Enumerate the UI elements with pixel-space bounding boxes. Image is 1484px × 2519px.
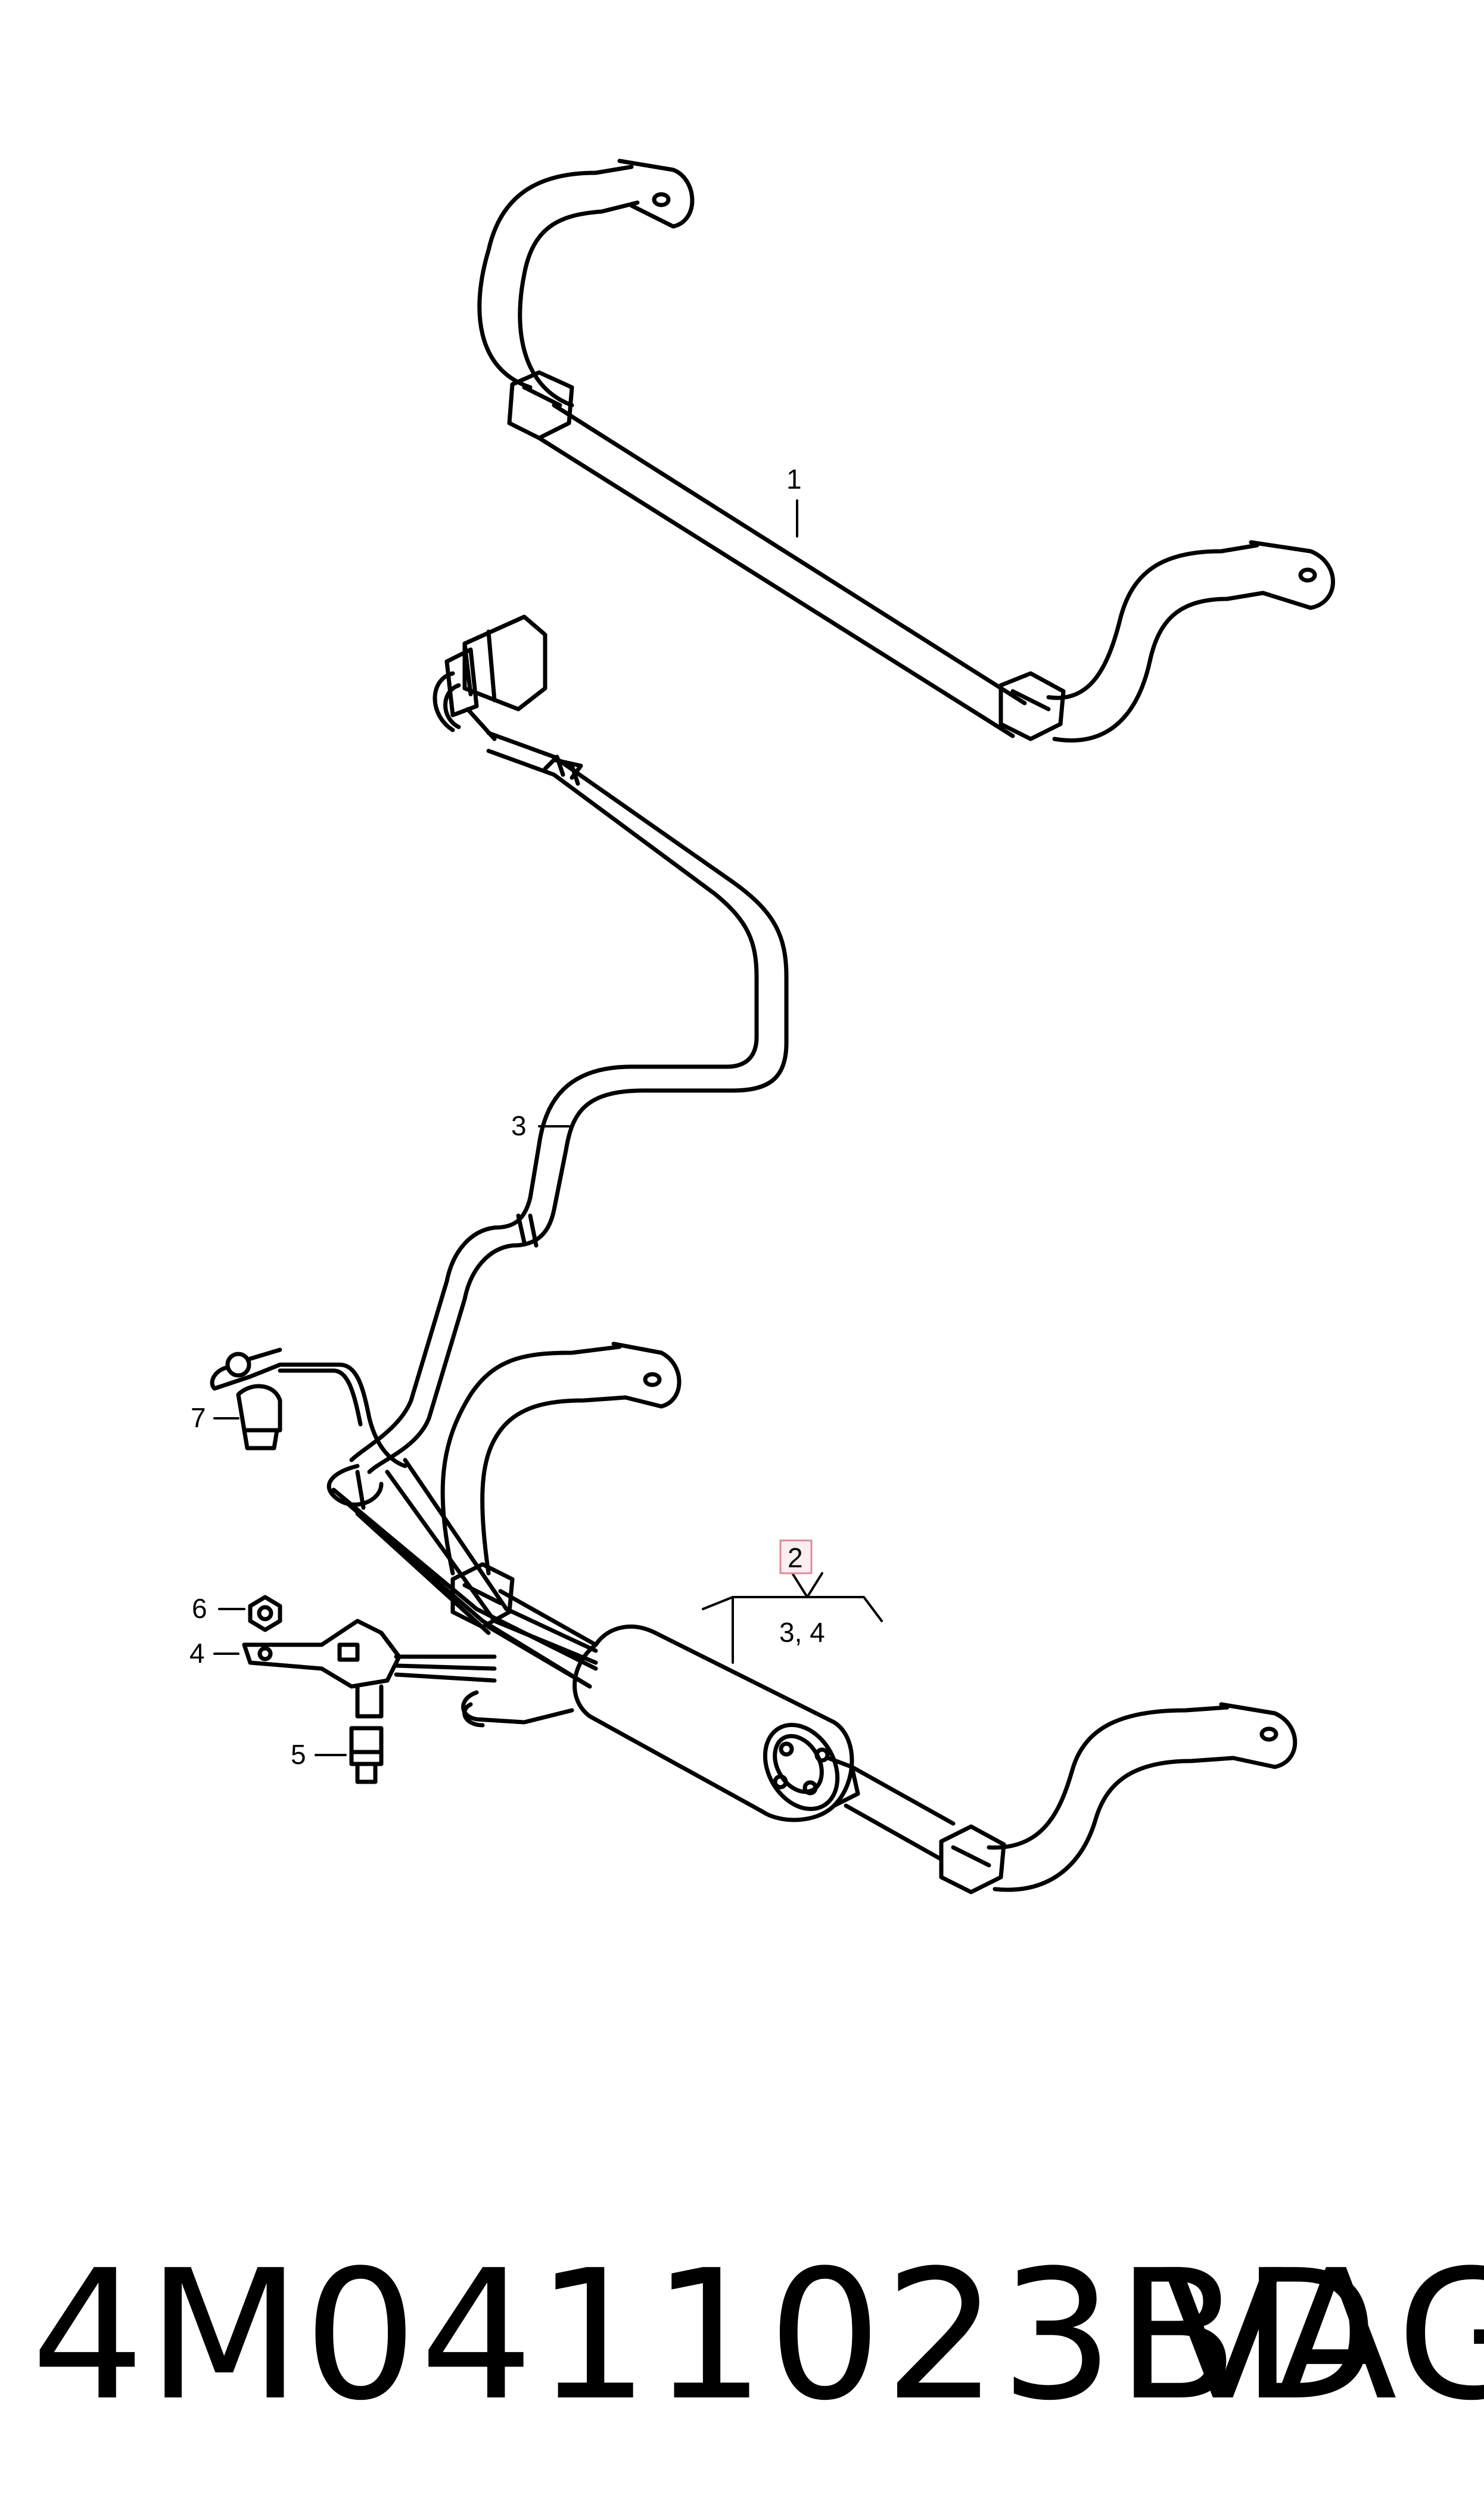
callout-4: 4	[189, 1638, 205, 1669]
callout-5: 5	[291, 1739, 306, 1770]
callout-2-highlight	[779, 1539, 813, 1574]
callout-1: 1	[786, 464, 802, 495]
nut	[218, 1595, 282, 1632]
callout-6: 6	[192, 1593, 207, 1624]
brand-label: VAG	[1162, 2232, 1484, 2440]
sensor-bracket	[213, 1619, 497, 1719]
callout-7: 7	[191, 1402, 206, 1433]
callout-3-4: 3, 4	[779, 1617, 825, 1648]
stabilizer-bar-lower	[326, 1341, 1298, 1894]
stabilizer-bar-upper	[477, 159, 1335, 743]
grommet-clip	[213, 1384, 282, 1450]
bolt	[315, 1726, 384, 1784]
part-number: 4M0411023BD	[31, 2232, 1382, 2440]
wiring-harness	[349, 614, 789, 1474]
callout-2: 2	[788, 1542, 803, 1573]
ground-lead	[210, 1347, 407, 1468]
callout-3: 3	[511, 1110, 527, 1141]
